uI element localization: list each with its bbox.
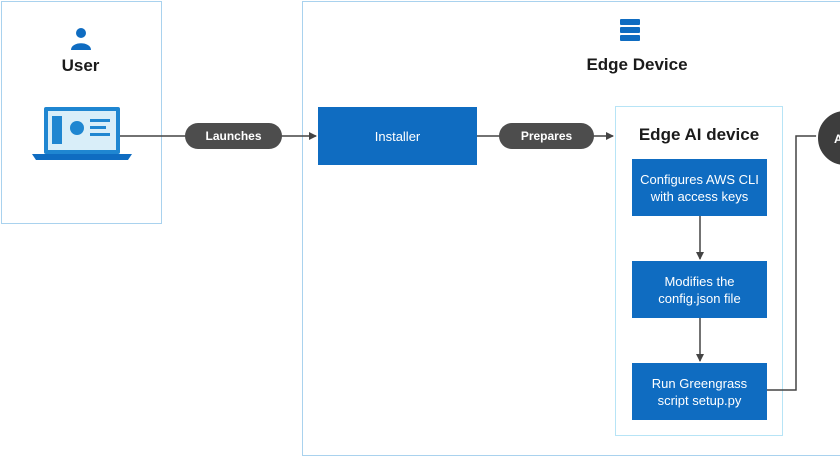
prepares-label: Prepares <box>499 123 594 149</box>
configure-aws-cli-box: Configures AWS CLI with access keys <box>632 159 767 216</box>
launches-label: Launches <box>185 123 282 149</box>
greengrass-to-offscreen-connector <box>767 135 822 391</box>
edge-ai-device-title: Edge AI device <box>638 125 760 144</box>
svg-text:A: A <box>834 132 840 146</box>
modify-config-json-box: Modifies the config.json file <box>632 261 767 318</box>
edge-device-title: Edge Device <box>586 55 688 74</box>
run-greengrass-setup-box: Run Greengrass script setup.py <box>632 363 767 420</box>
laptop-dashboard-icon <box>30 104 134 162</box>
installer-box: Installer <box>318 107 477 165</box>
offscreen-circle-node: A <box>816 109 840 167</box>
offscreen-node-label: A <box>834 132 840 146</box>
user-title: User <box>61 56 100 75</box>
person-icon <box>69 26 93 50</box>
server-stack-icon <box>619 18 641 42</box>
